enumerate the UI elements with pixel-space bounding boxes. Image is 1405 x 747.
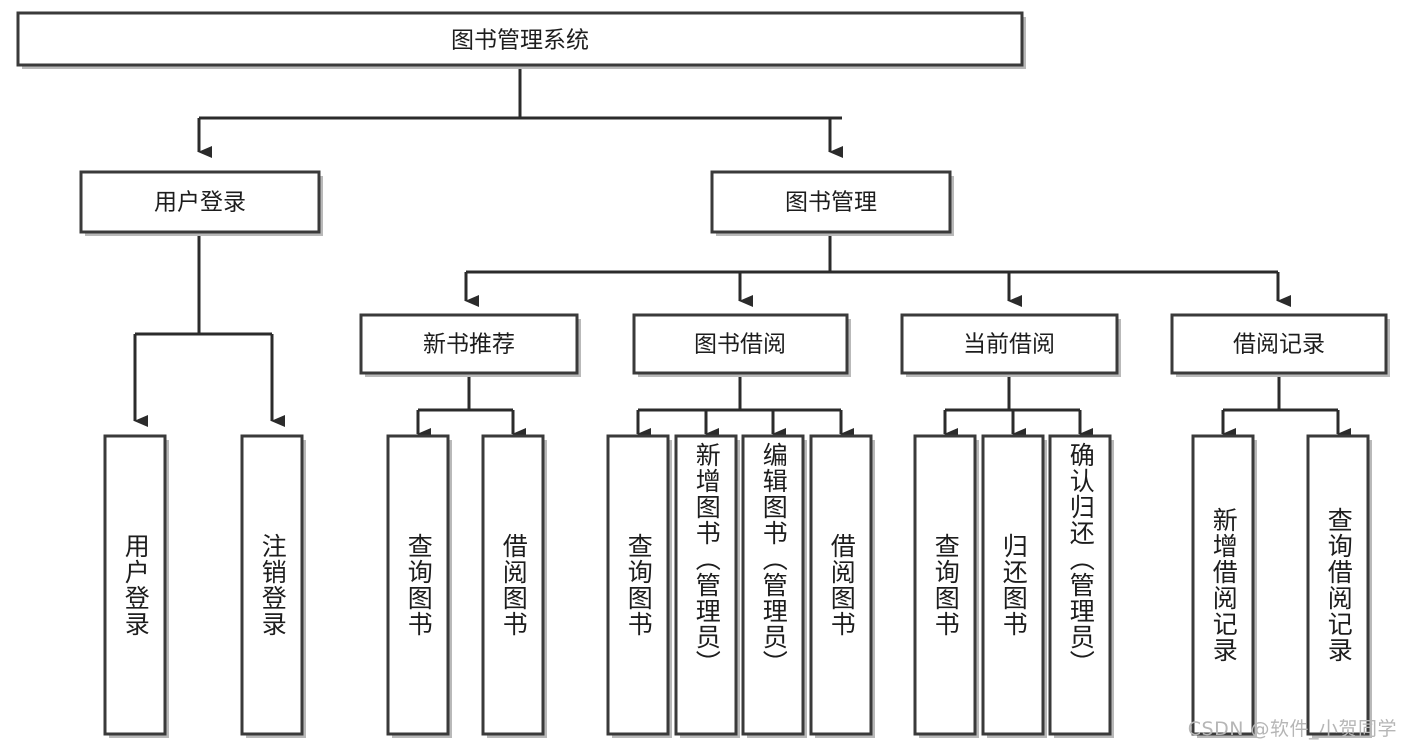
node-user-login-label: 用户登录 — [154, 190, 246, 216]
leaf-user-login-1-box — [240, 434, 304, 736]
node-borrow-record-box — [1170, 313, 1388, 375]
node-layer: 图书管理系统 用户登录 图书管理 新书推荐 — [16, 11, 1390, 738]
leaf-book-borrow-1-box — [674, 434, 738, 736]
leaf-current-borrow-2[interactable] — [1048, 434, 1114, 738]
node-book-management-box — [710, 170, 952, 234]
leaf-user-login-0-box — [103, 434, 167, 736]
leaf-current-borrow-1-box — [981, 434, 1045, 736]
node-user-login-box — [79, 170, 321, 234]
connector-layer — [133, 69, 1351, 440]
leaf-current-borrow-0[interactable] — [913, 434, 979, 738]
leaf-current-borrow-2-box — [1048, 434, 1112, 736]
leaf-current-borrow-0-box — [913, 434, 977, 736]
leaf-book-borrow-3-box — [809, 434, 873, 736]
node-borrow-record-label: 借阅记录 — [1233, 332, 1325, 358]
leaf-new-book-0-box — [386, 434, 450, 736]
leaf-new-book-1[interactable] — [481, 434, 547, 738]
leaf-book-borrow-1[interactable] — [674, 434, 740, 738]
node-book-borrow-label: 图书借阅 — [694, 332, 786, 358]
node-current-borrow-label: 当前借阅 — [963, 332, 1055, 358]
leaf-book-borrow-2-box — [741, 434, 805, 736]
watermark-text: CSDN @软件_小贺同学 — [1187, 718, 1397, 740]
leaf-new-book-1-box — [481, 434, 545, 736]
leaf-borrow-record-0[interactable] — [1191, 434, 1257, 738]
node-root-box — [16, 11, 1024, 67]
node-new-book-recommend-box — [359, 313, 579, 375]
leaf-user-login-0[interactable] — [103, 434, 169, 738]
node-borrow-record[interactable]: 借阅记录 — [1170, 313, 1390, 377]
node-root-label: 图书管理系统 — [451, 28, 589, 54]
node-book-borrow-box — [632, 313, 849, 375]
leaf-user-login-1[interactable] — [240, 434, 306, 738]
node-book-borrow[interactable]: 图书借阅 — [632, 313, 851, 377]
node-user-login[interactable]: 用户登录 — [79, 170, 323, 236]
node-book-management[interactable]: 图书管理 — [710, 170, 954, 236]
node-new-book-recommend-label: 新书推荐 — [423, 332, 515, 358]
leaf-book-borrow-0[interactable] — [606, 434, 672, 738]
leaf-new-book-0[interactable] — [386, 434, 452, 738]
node-new-book-recommend[interactable]: 新书推荐 — [359, 313, 581, 377]
leaf-borrow-record-1[interactable] — [1306, 434, 1372, 738]
leaf-book-borrow-0-box — [606, 434, 670, 736]
node-current-borrow-box — [900, 313, 1119, 375]
node-current-borrow[interactable]: 当前借阅 — [900, 313, 1121, 377]
leaf-book-borrow-2[interactable] — [741, 434, 807, 738]
node-root[interactable]: 图书管理系统 — [16, 11, 1026, 69]
leaf-borrow-record-0-box — [1191, 434, 1255, 736]
node-book-management-label: 图书管理 — [785, 190, 877, 216]
leaf-current-borrow-1[interactable] — [981, 434, 1047, 738]
leaf-borrow-record-1-box — [1306, 434, 1370, 736]
leaf-book-borrow-3[interactable] — [809, 434, 875, 738]
